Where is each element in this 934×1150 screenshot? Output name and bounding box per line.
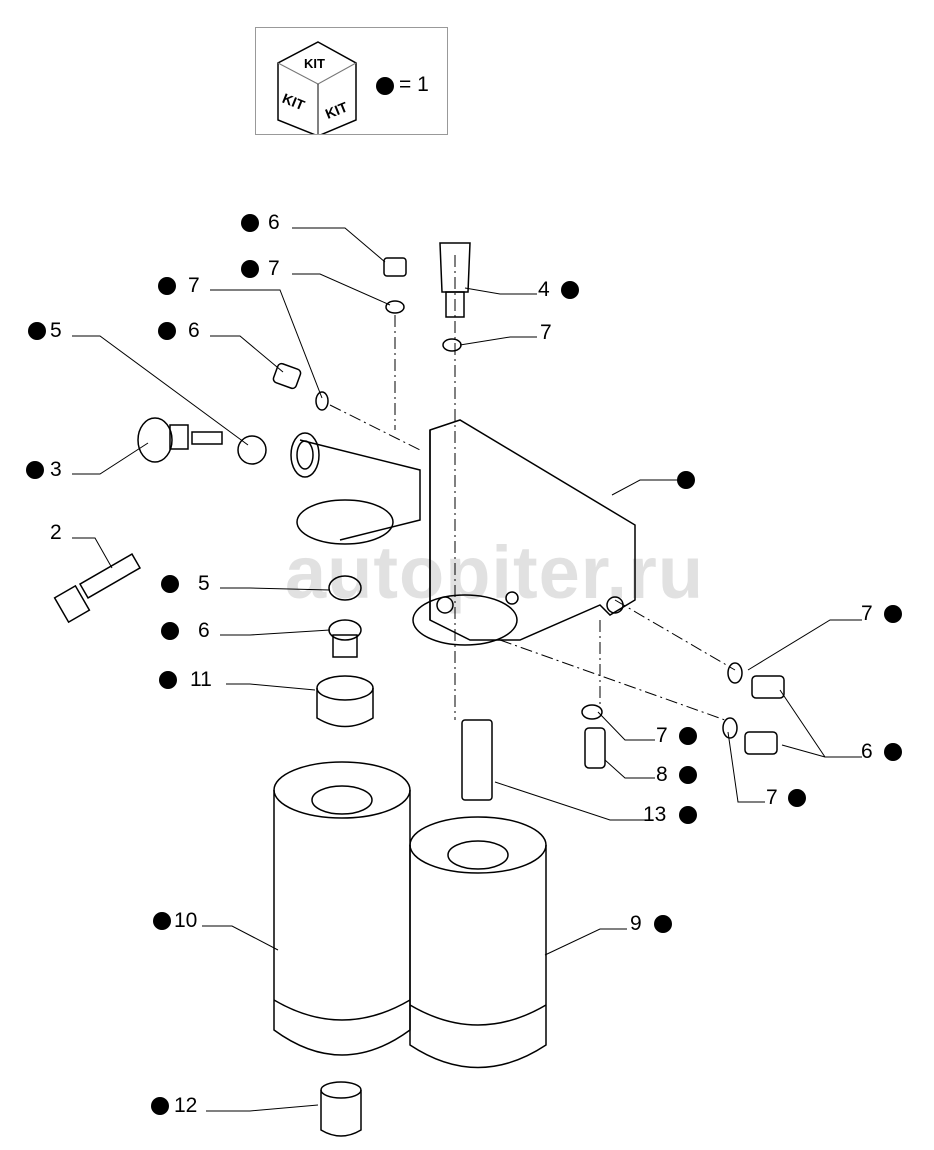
callout-6: 6 — [861, 740, 873, 763]
kit-cube-icon: KIT KIT KIT — [277, 41, 394, 137]
callout-7: 7 — [766, 786, 778, 809]
callout-5: 5 — [198, 572, 210, 595]
kit-dot-icon — [28, 322, 46, 340]
kit-dot-icon — [161, 622, 179, 640]
kit-dot-icon — [679, 727, 697, 745]
kit-dot-icon — [679, 806, 697, 824]
filter-cartridges — [273, 761, 547, 1137]
svg-text:KIT: KIT — [323, 98, 350, 121]
callout-4: 4 — [538, 278, 550, 301]
callout-7: 7 — [268, 257, 280, 280]
filter-housing — [290, 419, 636, 646]
kit-dot-icon — [158, 277, 176, 295]
kit-dot-icon — [153, 912, 171, 930]
callout-8: 8 — [656, 763, 668, 786]
callout-13: 13 — [643, 803, 667, 826]
svg-text:KIT: KIT — [304, 56, 325, 71]
callout-7: 7 — [188, 274, 200, 297]
callout-7: 7 — [861, 602, 873, 625]
kit-dot-icon — [241, 260, 259, 278]
kit-dot-icon — [158, 322, 176, 340]
callout-7: 7 — [656, 724, 668, 747]
callout-9: 9 — [630, 912, 642, 935]
kit-dot-icon — [561, 281, 579, 299]
kit-dot-icon — [788, 789, 806, 807]
kit-dot-icon — [884, 743, 902, 761]
callout-10: 10 — [174, 909, 198, 932]
callout-7: 7 — [540, 321, 552, 344]
kit-dot-icon — [241, 214, 259, 232]
kit-dot-icon — [161, 575, 179, 593]
kit-dot-icon — [151, 1097, 169, 1115]
kit-dot-icon — [884, 605, 902, 623]
callout-6: 6 — [268, 211, 280, 234]
kit-dot-icon — [654, 915, 672, 933]
callout-6: 6 — [198, 619, 210, 642]
kit-dot-icon-housing — [677, 471, 695, 489]
callout-5: 5 — [50, 319, 62, 342]
kit-equals-label: = 1 — [399, 73, 429, 96]
kit-legend: KIT KIT KIT = 1 — [255, 27, 448, 137]
callout-2: 2 — [50, 521, 62, 544]
callout-6: 6 — [188, 319, 200, 342]
kit-dot-icon — [679, 766, 697, 784]
callout-12: 12 — [174, 1094, 198, 1117]
kit-dot-icon — [26, 461, 44, 479]
callout-3: 3 — [50, 458, 62, 481]
leader-lines — [72, 227, 862, 1112]
callout-11: 11 — [190, 668, 212, 691]
kit-dot-icon — [159, 671, 177, 689]
svg-text:KIT: KIT — [280, 90, 307, 113]
